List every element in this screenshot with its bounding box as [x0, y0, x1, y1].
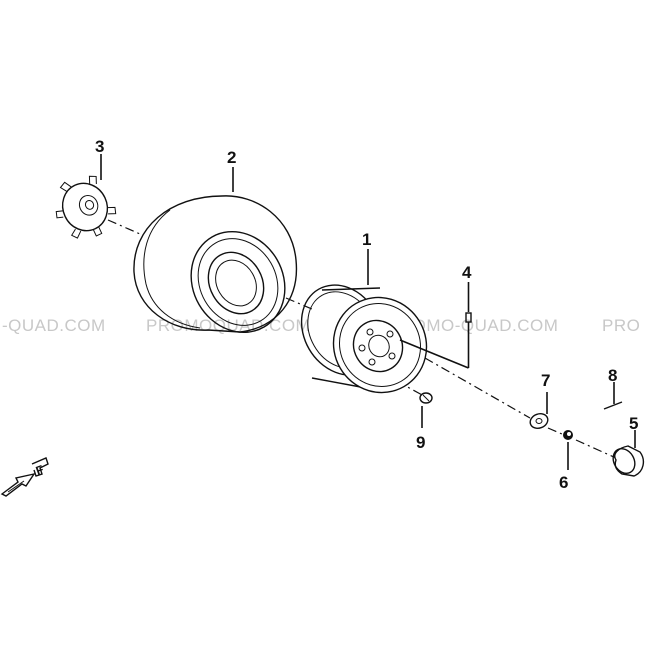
part-number-5: 5: [629, 414, 638, 433]
leader-lines: [100, 154, 636, 470]
watermark-mid-2: PROMO-QUAD.COM: [388, 316, 558, 335]
nut: [563, 430, 573, 440]
watermark-right: PRO: [602, 316, 640, 335]
watermark-mid-1: PROMOQUAD.COM: [146, 316, 310, 335]
watermark-left: -QUAD.COM: [2, 316, 106, 335]
part-number-4: 4: [462, 263, 472, 282]
washer: [529, 413, 549, 429]
wheel-rim: [300, 284, 428, 394]
part-number-6: 6: [559, 473, 568, 492]
hub-cap: [612, 445, 645, 477]
part-number-3: 3: [95, 137, 104, 156]
part-number-2: 2: [227, 148, 236, 167]
part-number-8: 8: [608, 366, 617, 385]
part-number-1: 1: [362, 230, 371, 249]
part-numbers: 3 2 1 4 7 8 5 9 6: [95, 137, 638, 492]
valve: [399, 312, 472, 369]
direction-letter: F: [34, 462, 46, 478]
wheel-nut: [419, 392, 433, 404]
cotter-pin: [603, 401, 623, 410]
tire: [133, 195, 298, 334]
watermark: -QUAD.COM PROMOQUAD.COM PROMO-QUAD.COM P…: [2, 316, 640, 335]
part-number-9: 9: [416, 433, 425, 452]
part-number-7: 7: [541, 371, 550, 390]
wheel-hub: [55, 175, 117, 239]
front-direction-arrow-icon: F: [0, 457, 49, 497]
